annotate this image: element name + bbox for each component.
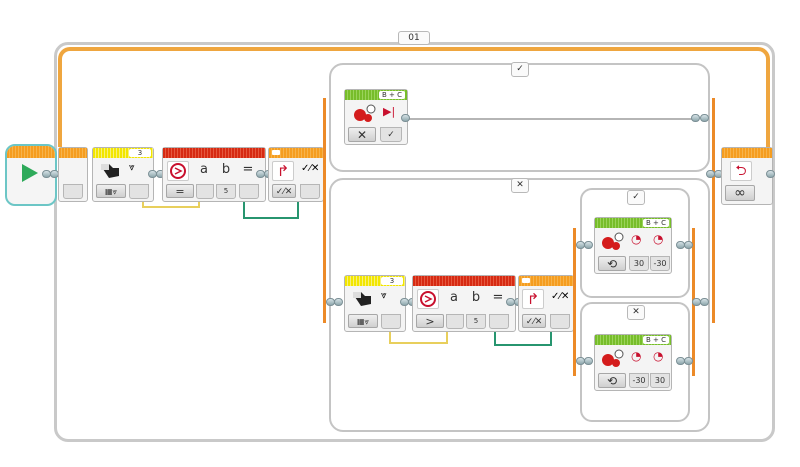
power-gauge-icon: ◔ (631, 349, 642, 363)
true-case-tab[interactable]: ✓ (511, 62, 529, 77)
distance-output-plug[interactable] (129, 184, 149, 199)
loop-return-wire (58, 47, 770, 147)
port-label[interactable]: 3 (381, 277, 403, 285)
sequence-connector[interactable] (584, 241, 593, 249)
sequence-connector[interactable] (684, 241, 693, 249)
sequence-connector[interactable] (691, 114, 700, 122)
switch-icon: ↱ (272, 161, 294, 181)
motor-mode-button[interactable]: ⟲ (598, 256, 626, 271)
stop-icon: ▶| (383, 105, 396, 118)
input-a-plug[interactable] (196, 184, 214, 199)
ultrasonic-icon (99, 162, 121, 180)
switch-mode-button[interactable]: ✓⁄✕ (272, 184, 296, 198)
loop-name-tab[interactable]: 01 (398, 31, 430, 45)
switch-output-label: ✓⁄✕ (551, 291, 570, 302)
switch-input-plug[interactable] (300, 184, 320, 199)
false-case-tab[interactable]: ✕ (511, 178, 529, 193)
switch-input-plug[interactable] (550, 314, 570, 329)
motor-mode-button[interactable]: ✕ (348, 127, 376, 142)
sequence-wire (409, 118, 692, 120)
sequence-connector[interactable] (584, 357, 593, 365)
data-wire-logic (494, 332, 552, 346)
distance-output-plug[interactable] (381, 314, 401, 329)
move-tank-icon (599, 231, 625, 251)
sensor-mode-button[interactable]: ▦⩔ (348, 314, 378, 328)
start-block[interactable] (5, 144, 57, 206)
motor-mode-button[interactable]: ⟲ (598, 373, 626, 388)
distance-icon: ⩔ (129, 162, 135, 173)
move-tank-icon (599, 348, 625, 368)
switch-icon: ↱ (522, 289, 544, 309)
ultrasonic-icon (351, 290, 373, 308)
move-tank-block-1[interactable]: B + C ◔ ◔ ⟲ 30 -30 (594, 217, 672, 274)
sequence-connector[interactable] (401, 114, 410, 122)
left-power-input[interactable]: 30 (629, 256, 649, 271)
right-power-input[interactable]: 30 (650, 373, 670, 388)
loop-return-icon: ⮌ (730, 161, 752, 181)
input-a-label: a (200, 162, 208, 177)
input-b-value[interactable]: 5 (216, 184, 236, 199)
switch-bar-left (323, 98, 326, 323)
motor-ports-label[interactable]: B + C (643, 219, 669, 227)
compare-block-2[interactable]: a b = > 5 (412, 275, 516, 332)
brake-input[interactable]: ✓ (380, 127, 402, 142)
switch-bar-right (712, 98, 715, 323)
input-b-label: b (471, 290, 481, 305)
start-header (7, 146, 55, 158)
loop-end-block[interactable]: ⮌ ∞ (721, 147, 773, 205)
compare-mode-button[interactable]: = (166, 184, 194, 198)
sequence-connector[interactable] (766, 170, 775, 178)
switch2-bar-left (573, 228, 576, 376)
sensor-mode-button[interactable]: ▦⩔ (96, 184, 126, 198)
port-label[interactable]: 3 (129, 149, 151, 157)
ultrasonic-sensor-block[interactable]: 3 ⩔ ▦⩔ (92, 147, 154, 202)
inner-false-case-tab[interactable]: ✕ (627, 305, 645, 320)
switch-block[interactable]: ↱ ✓⁄✕ ✓⁄✕ (268, 147, 324, 202)
motor-ports-label[interactable]: B + C (379, 91, 405, 99)
move-tank-block-2[interactable]: B + C ◔ ◔ ⟲ -30 30 (594, 334, 672, 391)
true-case-frame (329, 63, 710, 172)
result-label: = (492, 290, 504, 305)
result-output-plug[interactable] (489, 314, 509, 329)
power-gauge-icon: ◔ (653, 232, 664, 246)
compare-mode-button[interactable]: > (416, 314, 444, 328)
loop-start-block (58, 147, 88, 202)
result-label: = (242, 162, 254, 177)
compare-icon (167, 161, 189, 181)
power-gauge-icon: ◔ (653, 349, 664, 363)
switch-mode-button[interactable]: ✓⁄✕ (522, 314, 546, 328)
loop-mode-button[interactable]: ∞ (725, 185, 755, 201)
data-wire-distance (389, 332, 448, 344)
right-power-input[interactable]: -30 (650, 256, 670, 271)
compare-block[interactable]: a b = = 5 (162, 147, 266, 202)
loop-input-plug[interactable] (63, 184, 83, 199)
data-wire-distance (142, 202, 200, 208)
input-b-value[interactable]: 5 (466, 314, 486, 329)
play-icon (13, 162, 45, 190)
motor-ports-label[interactable]: B + C (643, 336, 669, 344)
sequence-connector[interactable] (334, 298, 343, 306)
move-tank-stop-block[interactable]: B + C ▶| ✕ ✓ (344, 89, 408, 145)
result-output-plug[interactable] (239, 184, 259, 199)
sequence-connector[interactable] (684, 357, 693, 365)
switch-output-label: ✓⁄✕ (301, 163, 320, 174)
power-gauge-icon: ◔ (631, 232, 642, 246)
data-wire-logic (243, 202, 299, 219)
inner-true-case-tab[interactable]: ✓ (627, 190, 645, 205)
sequence-connector[interactable] (700, 114, 709, 122)
compare-icon (417, 289, 439, 309)
switch-block-2[interactable]: ↱ ✓⁄✕ ✓⁄✕ (518, 275, 574, 332)
left-power-input[interactable]: -30 (629, 373, 649, 388)
input-b-label: b (221, 162, 231, 177)
input-a-plug[interactable] (446, 314, 464, 329)
distance-icon: ⩔ (381, 290, 387, 301)
move-tank-icon (351, 103, 377, 123)
input-a-label: a (450, 290, 458, 305)
ultrasonic-sensor-block-2[interactable]: 3 ⩔ ▦⩔ (344, 275, 406, 332)
sequence-connector[interactable] (700, 298, 709, 306)
